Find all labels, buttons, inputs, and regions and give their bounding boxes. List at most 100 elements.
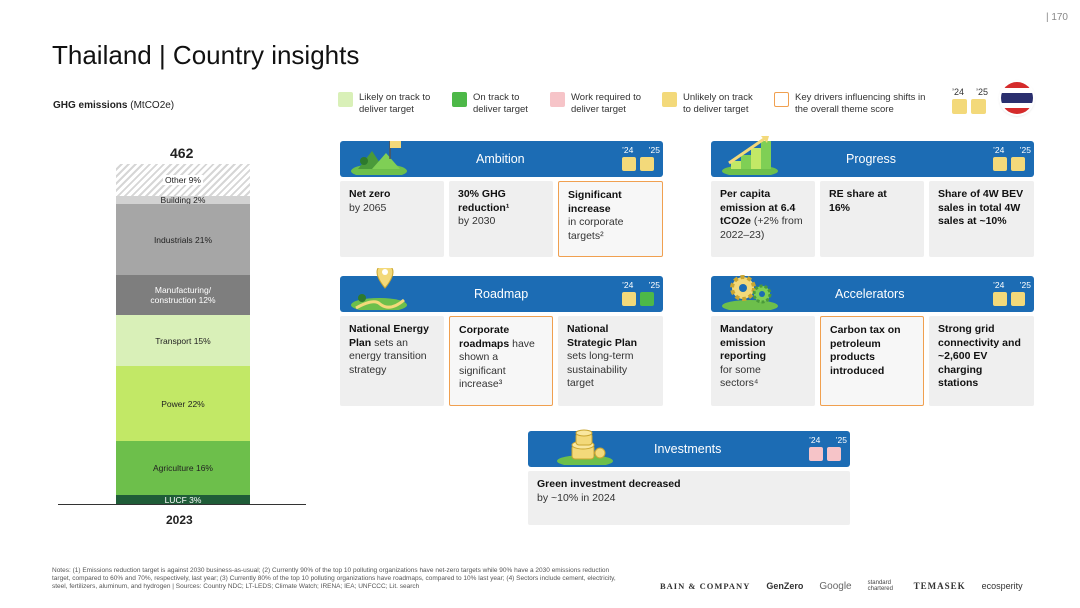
roadmap-years: ’24 ’25 [622,280,660,290]
investments-status-24 [809,447,823,461]
progress-status [993,157,1025,171]
accelerators-status [993,292,1025,306]
year-24: ’24 [993,145,1005,155]
card-bold: Net zero [349,188,391,200]
card-bold: Significant increase [568,189,622,215]
ambition-status-25 [640,157,654,171]
year-25: ’25 [835,435,847,445]
accelerators-years: ’24 ’25 [993,280,1031,290]
progress-status-25 [1011,157,1025,171]
legend-likely-on-track: Likely on track to deliver target [338,92,438,116]
roadmap-status [622,292,654,306]
ecosperity-logo: ecosperity [981,581,1023,591]
card-text: by ~10% in 2024 [537,491,616,504]
partner-logos: BAIN & COMPANY GenZero Google standard c… [660,580,1023,592]
card-bold: Green investment decreased [537,478,681,490]
card-bold: Carbon tax on petroleum products introdu… [830,324,901,377]
segment-label: Building 2% [160,195,206,205]
legend-swatch-unlikely [662,92,677,107]
legend-unlikely: Unlikely on track to deliver target [662,92,760,116]
investments-status [809,447,841,461]
legend-label: Likely on track to deliver target [359,92,431,115]
segment-label: Manufacturing/ construction 12% [150,285,216,305]
segment-power: Power 22% [116,366,250,441]
card-text: sets long-term sustainability target [567,350,634,389]
progress-card-1: Per capita emission at 6.4 tCO2e (+2% fr… [711,181,815,257]
investments-years: ’24’25 [809,435,847,445]
year-25: ’25 [648,145,660,155]
segment-label: Power 22% [161,398,205,409]
coins-stack-icon [557,429,613,465]
card-text: by 2030 [458,215,496,227]
status-legend: Likely on track to deliver target On tra… [338,92,948,116]
ambition-status [622,157,654,171]
segment-label: LUCF 3% [164,495,202,505]
year-24: ’24 [993,280,1005,290]
card-bold: Per capita emission at 6.4 tCO2e [720,188,796,227]
theme-accelerators: Accelerators ’24 ’25 [711,275,1034,406]
page-title: Thailand | Country insights [52,40,360,70]
ghg-total: 462 [170,145,194,161]
legend-swatch-key-drivers [774,92,789,107]
legend-key-drivers: Key drivers influencing shifts in the ov… [774,92,934,116]
card-bold: RE share at 16% [829,188,887,214]
ghg-emissions-label: GHG emissions (MtCO2e) [53,100,174,111]
roadmap-status-24 [622,292,636,306]
card-bold: Corporate roadmaps [459,324,510,350]
bain-logo: BAIN & COMPANY [660,581,751,591]
segment-industrials: Industrials 21% [116,204,250,275]
bar-year: 2023 [166,513,193,527]
legend-work-required: Work required to deliver target [550,92,648,116]
year-25: ’25 [1019,280,1031,290]
roadmap-status-25 [640,292,654,306]
segment-building: Building 2% [116,195,250,205]
roadmap-card-3: National Strategic Plan sets long-term s… [558,316,663,406]
card-bold: Mandatory emission reporting [720,323,774,362]
roadmap-card-1: National Energy Plan sets an energy tran… [340,316,444,406]
gears-icon [722,275,778,310]
card-text: have shown a significant increase³ [459,337,535,391]
progress-card-2: RE share at 16% [820,181,924,257]
year-25: ’25 [648,280,660,290]
legend-label: Work required to deliver target [571,92,642,115]
year-legend-box-25 [971,99,986,114]
progress-title: Progress [846,152,897,166]
year-legend-box-24 [952,99,967,114]
year-legend: ’24 ’25 [952,87,988,114]
progress-years: ’24’25 [993,145,1031,155]
accelerators-title: Accelerators [835,287,905,301]
year-legend-25: ’25 [975,87,988,97]
segment-label: Industrials 21% [153,234,213,245]
ambition-years: ’24 ’25 [622,145,660,155]
growth-stairs-icon [722,135,778,175]
segment-transport: Transport 15% [116,315,250,366]
accelerators-card-3: Strong grid connectivity and ~2,600 EV c… [929,316,1034,406]
year-24: ’24 [622,280,634,290]
year-24: ’24 [622,145,634,155]
bar-baseline [58,504,306,505]
year-legend-24: ’24 [952,87,965,97]
ambition-status-24 [622,157,636,171]
progress-card-3: Share of 4W BEV sales in total 4W sales … [929,181,1034,257]
genzero-logo: GenZero [766,581,804,591]
legend-label: On track to deliver target [473,92,528,115]
card-bold: Strong grid connectivity and ~2,600 EV c… [938,323,1021,389]
card-bold: Share of 4W BEV sales in total 4W sales … [938,188,1024,227]
card-bold: National Strategic Plan [567,323,638,349]
ghg-stacked-bar: Other 9% Building 2% Industrials 21% Man… [116,164,250,505]
temasek-logo: TEMASEK [913,581,966,591]
accelerators-card-2: Carbon tax on petroleum products introdu… [820,316,924,406]
thailand-flag-icon [1001,82,1033,114]
google-logo: Google [819,580,852,592]
roadmap-header: Roadmap ’24’25 [340,276,663,312]
investments-title: Investments [654,442,722,456]
legend-on-track: On track to deliver target [452,92,536,116]
card-text: in corporate targets² [568,216,624,242]
standard-chartered-logo: standard chartered [867,580,893,592]
page-number: | 170 [1045,12,1068,23]
ghg-label-bold: GHG emissions [53,100,128,111]
